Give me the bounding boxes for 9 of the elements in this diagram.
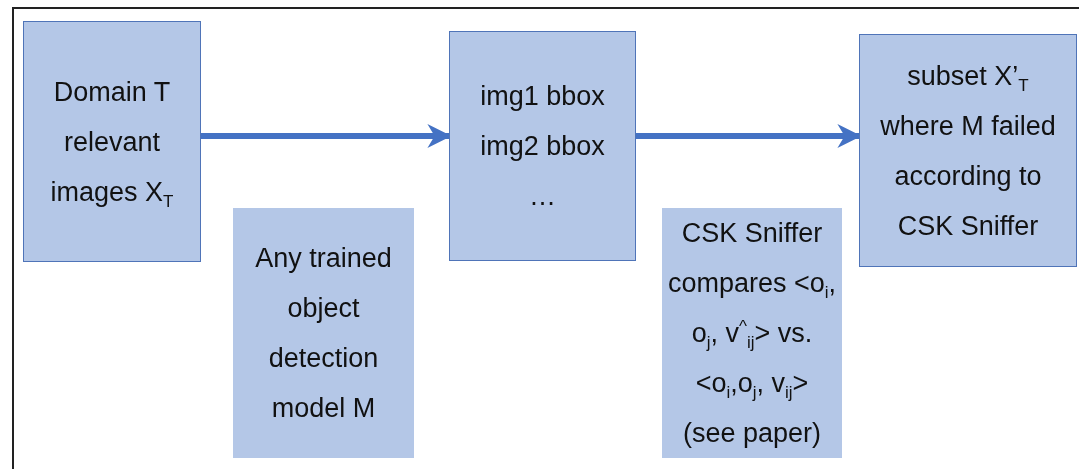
process-box xyxy=(233,208,414,458)
process-box xyxy=(23,21,201,262)
box-text: Domain T relevant images X$_{T}$ xyxy=(49,75,175,213)
box-text: img1 bbox img2 bbox … xyxy=(480,80,605,213)
box-text: Any trained object detection model M xyxy=(254,242,393,425)
process-box xyxy=(859,34,1077,267)
box-text: subset X’$_{T}$ where M failed according to CSK Sniffer xyxy=(879,59,1057,243)
box-text: CSK Sniffer compares <o$_{i}$, o$_{j}$, v$^{^}$$_{ij}$> vs. <o$_{i}$,o$_{j}$, v$_{ij}$> (see paper) xyxy=(666,217,838,450)
process-box xyxy=(449,31,636,261)
